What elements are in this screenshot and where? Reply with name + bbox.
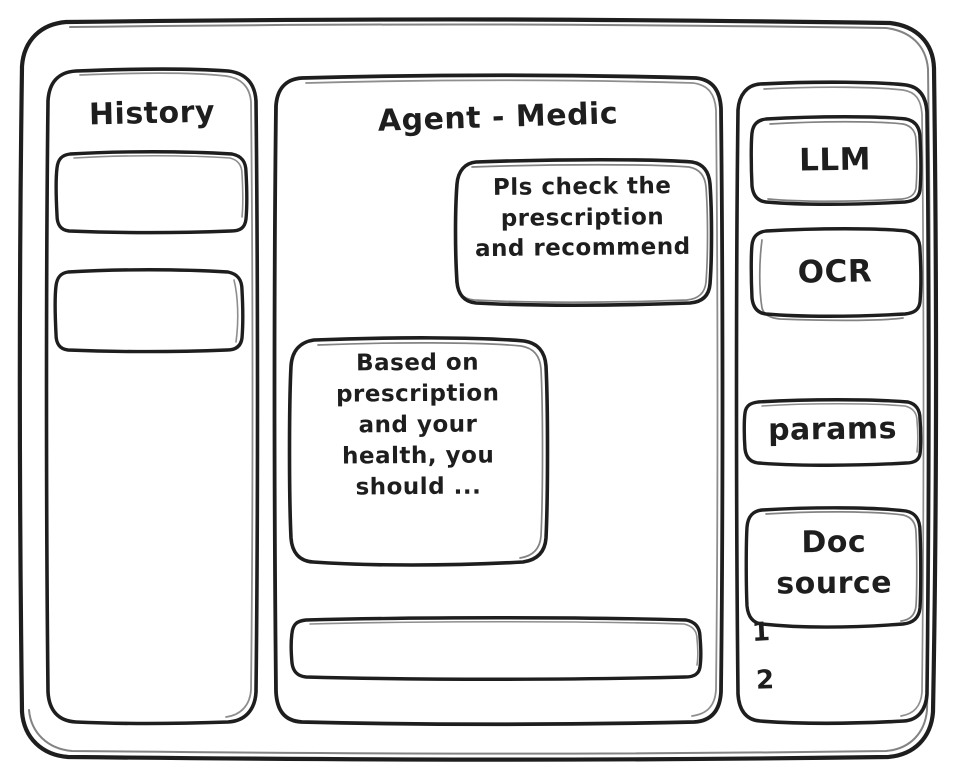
tool-button-params-label: params [767, 411, 898, 448]
tool-button-llm-label: LLM [798, 141, 872, 179]
history-item-1[interactable] [58, 152, 246, 230]
chat-message-agent-text: Based on prescription and your health, y… [335, 349, 500, 501]
doc-source-label: Doc source [776, 524, 893, 602]
chat-message-user-text: Pls check the prescription and recommend [474, 173, 691, 263]
tool-button-ocr-label: OCR [797, 253, 873, 291]
doc-source-item-2[interactable]: 2 [755, 665, 776, 696]
history-panel-title: History [88, 94, 216, 133]
history-item-2[interactable] [58, 270, 241, 348]
doc-source-item-1[interactable]: 1 [751, 617, 772, 649]
message-composer-input[interactable] [292, 618, 700, 675]
